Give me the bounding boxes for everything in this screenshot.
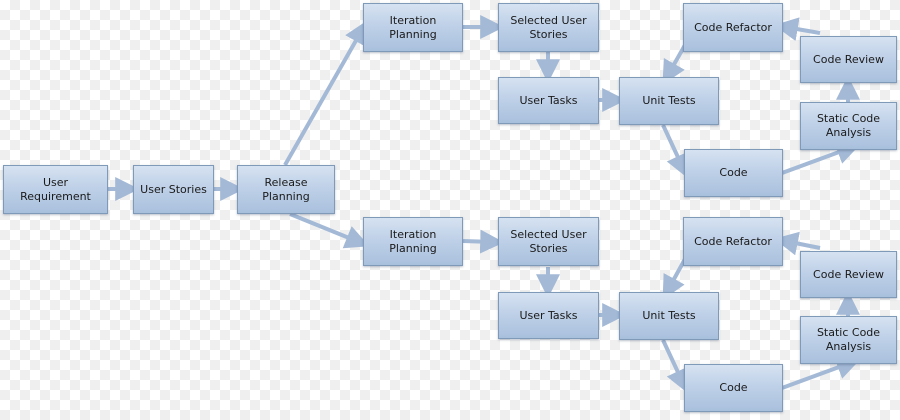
arrow-upper-unittests-to-code [661, 124, 689, 179]
node-upper-code-review: Code Review [800, 36, 897, 83]
node-upper-selected-user-stories: Selected User Stories [498, 3, 599, 52]
arrow-lower-iteration-to-selected [462, 229, 505, 254]
arrow-upper-code-to-static [781, 141, 861, 175]
node-lower-iteration-planning: Iteration Planning [363, 217, 463, 266]
arrow-lower-unittests-to-code [661, 339, 689, 394]
node-lower-static-code-analysis: Static Code Analysis [800, 316, 897, 364]
node-upper-code: Code [684, 149, 783, 197]
arrow-release-to-lower-iteration [289, 212, 370, 249]
node-upper-code-refactor: Code Refactor [683, 3, 783, 52]
node-upper-unit-tests: Unit Tests [619, 77, 719, 125]
node-lower-unit-tests: Unit Tests [619, 292, 719, 340]
node-lower-code-refactor: Code Refactor [683, 217, 783, 266]
node-upper-static-code-analysis: Static Code Analysis [800, 102, 897, 150]
node-user-stories: User Stories [133, 165, 214, 214]
node-lower-user-tasks: User Tasks [498, 292, 599, 339]
node-user-requirement: User Requirement [3, 165, 108, 214]
node-upper-user-tasks: User Tasks [498, 77, 599, 124]
arrow-upper-refactor-to-unittests [662, 44, 687, 85]
node-lower-selected-user-stories: Selected User Stories [498, 217, 599, 266]
node-upper-iteration-planning: Iteration Planning [363, 3, 463, 52]
arrow-release-to-upper-iteration [283, 20, 368, 166]
arrow-lower-refactor-to-unittests [662, 258, 687, 300]
node-release-planning: Release Planning [237, 165, 335, 214]
node-lower-code: Code [684, 364, 783, 412]
arrow-upper-review-to-refactor [773, 17, 821, 41]
arrow-lower-review-to-refactor [774, 231, 821, 256]
arrow-lower-code-to-static [781, 356, 861, 390]
node-lower-code-review: Code Review [800, 251, 897, 298]
